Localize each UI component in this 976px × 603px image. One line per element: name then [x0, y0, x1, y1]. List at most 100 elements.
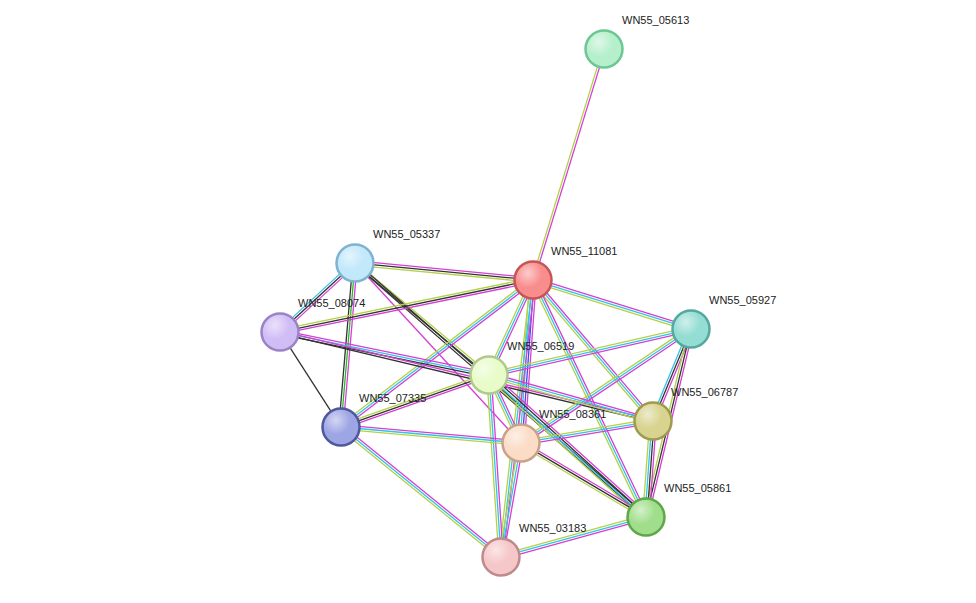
interaction-edge: [353, 289, 521, 419]
protein-node: WN55_06787: [633, 401, 673, 441]
node-circle: [321, 407, 361, 447]
evidence-line: [504, 460, 518, 541]
evidence-line: [291, 273, 341, 319]
node-gloss: [484, 540, 518, 574]
evidence-line: [538, 426, 636, 442]
interaction-edge: [289, 346, 332, 412]
node-gloss: [516, 263, 550, 297]
node-fill: [673, 311, 710, 348]
node-fill: [635, 403, 672, 440]
node-label: WN55_11081: [551, 245, 617, 258]
evidence-line: [297, 283, 517, 328]
interaction-edge: [372, 262, 517, 280]
node-fill: [323, 409, 360, 446]
protein-node: WN55_08074: [260, 312, 300, 352]
node-circle: [671, 309, 711, 349]
evidence-line: [490, 392, 500, 540]
interaction-edge: [517, 519, 630, 554]
evidence-line: [550, 283, 676, 322]
evidence-line: [357, 381, 473, 422]
node-label: WN55_06519: [507, 340, 574, 353]
node-fill: [337, 245, 374, 282]
evidence-line: [644, 438, 649, 500]
node-circle: [481, 537, 521, 577]
evidence-line: [488, 392, 498, 540]
node-circle: [260, 312, 300, 352]
node-fill: [483, 539, 520, 576]
interaction-edge: [499, 384, 635, 508]
protein-node: WN55_05861: [626, 497, 666, 537]
evidence-line: [537, 422, 635, 438]
node-gloss: [504, 426, 538, 460]
node-gloss: [674, 312, 708, 346]
interaction-edge: [644, 438, 655, 501]
node-circle: [335, 243, 375, 283]
interaction-edge: [501, 297, 533, 541]
evidence-line: [537, 65, 598, 264]
evidence-line: [297, 286, 517, 331]
protein-node: WN55_11081: [513, 260, 553, 300]
evidence-line: [501, 387, 633, 506]
node-gloss: [338, 246, 372, 280]
node-circle: [513, 260, 553, 300]
node-circle: [633, 401, 673, 441]
evidence-line: [353, 439, 487, 548]
node-circle: [501, 423, 541, 463]
evidence-line: [536, 452, 632, 509]
evidence-line: [505, 331, 674, 369]
node-label: WN55_05927: [709, 294, 776, 307]
interaction-edge: [296, 281, 517, 330]
node-label: WN55_08361: [539, 408, 606, 421]
protein-node: WN55_08361: [501, 423, 541, 463]
evidence-line: [296, 281, 516, 326]
interaction-edge: [296, 335, 636, 418]
node-gloss: [587, 32, 621, 66]
interaction-edge: [502, 459, 520, 540]
node-fill: [515, 262, 552, 299]
protein-node: WN55_06519: [469, 355, 509, 395]
interaction-edge: [358, 426, 505, 443]
node-label: WN55_05861: [664, 482, 731, 495]
interaction-edge: [353, 436, 489, 548]
evidence-line: [358, 383, 474, 424]
evidence-line: [517, 522, 629, 553]
interaction-edge: [505, 331, 675, 374]
evidence-line: [538, 424, 636, 440]
evidence-line: [517, 519, 629, 550]
node-circle: [626, 497, 666, 537]
evidence-line: [354, 438, 488, 547]
protein-node: WN55_05927: [671, 309, 711, 349]
node-label: WN55_08074: [298, 297, 365, 310]
evidence-line: [296, 337, 636, 418]
evidence-line: [539, 66, 600, 265]
evidence-line: [354, 290, 519, 416]
node-gloss: [629, 500, 663, 534]
evidence-line: [289, 346, 332, 412]
node-fill: [262, 314, 299, 351]
interaction-edge: [296, 333, 473, 373]
evidence-line: [538, 296, 636, 502]
interaction-edge: [549, 283, 676, 326]
node-label: WN55_07335: [359, 392, 426, 405]
evidence-line: [506, 333, 675, 371]
evidence-line: [502, 386, 634, 505]
node-gloss: [472, 358, 506, 392]
protein-node: WN55_05613: [584, 29, 624, 69]
evidence-line: [356, 379, 472, 420]
node-fill: [503, 425, 540, 462]
interaction-edge: [537, 65, 600, 264]
evidence-line: [502, 459, 516, 540]
node-fill: [628, 499, 665, 536]
evidence-line: [492, 392, 502, 540]
interaction-edge: [488, 392, 502, 540]
evidence-line: [535, 454, 631, 511]
protein-node: WN55_03183: [481, 537, 521, 577]
evidence-line: [537, 450, 633, 507]
interaction-edge: [535, 450, 633, 510]
node-label: WN55_05613: [622, 14, 689, 27]
node-circle: [584, 29, 624, 69]
evidence-line: [369, 273, 477, 363]
node-label: WN55_03183: [519, 522, 586, 535]
